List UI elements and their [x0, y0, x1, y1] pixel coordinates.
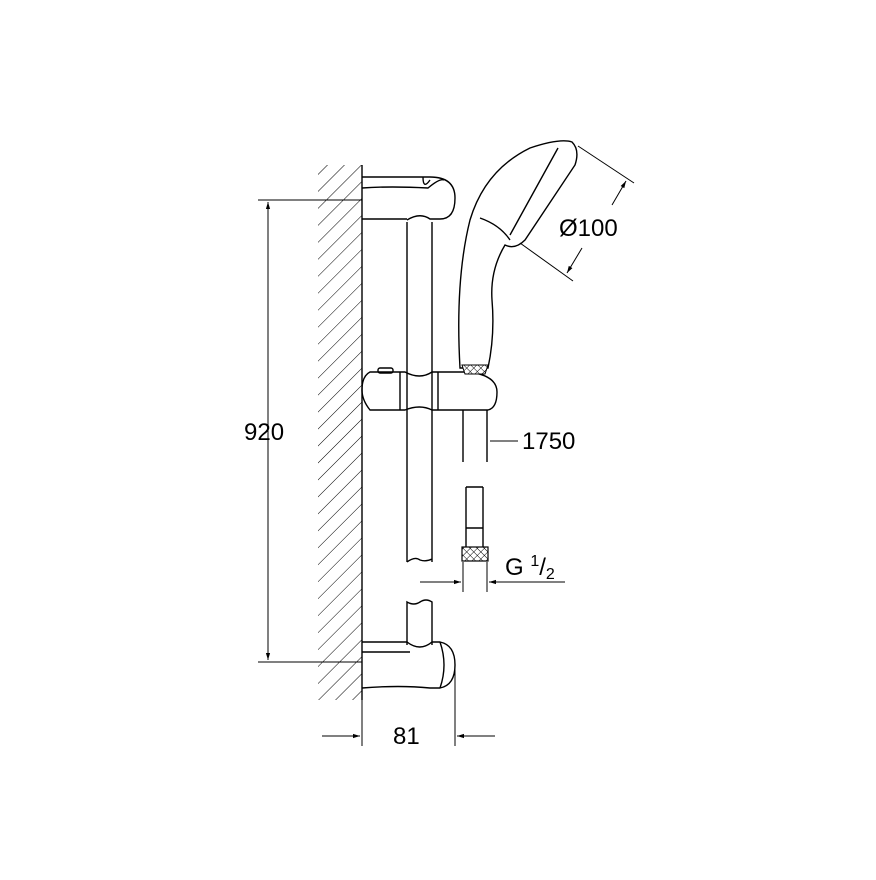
height-label: 920: [244, 419, 285, 446]
bottom-wall-bracket: [361, 641, 456, 689]
depth-dimension: [322, 670, 495, 746]
height-dimension: [258, 199, 362, 663]
slide-rail: [406, 222, 433, 645]
hand-shower: [458, 140, 578, 375]
hose: [461, 410, 489, 592]
diameter-dimension: [519, 145, 635, 282]
wall: [318, 165, 363, 700]
hose-length-label: 1750: [522, 428, 576, 455]
top-wall-bracket: [361, 176, 456, 221]
diameter-label: Ø100: [559, 215, 618, 242]
connection-slash: /: [539, 554, 546, 581]
depth-label: 81: [393, 723, 420, 750]
connection-thread: G: [505, 554, 524, 581]
connection-numerator: 1: [530, 553, 540, 570]
rail-slider: [361, 367, 498, 411]
connection-label: G 1/2: [505, 553, 555, 583]
connection-denominator: 2: [545, 566, 555, 583]
